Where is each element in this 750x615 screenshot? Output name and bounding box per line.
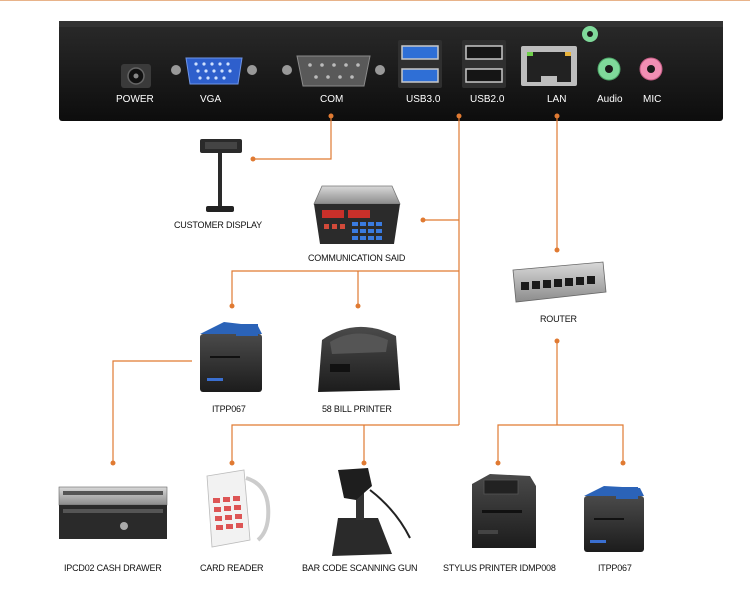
stylus-printer-icon <box>472 474 536 548</box>
port-label-audio: Audio <box>597 94 623 105</box>
customer-display-icon <box>200 139 242 212</box>
mic-port-icon <box>639 57 663 81</box>
label-customer-display: CUSTOMER DISPLAY <box>174 220 262 230</box>
label-itpp067-left: ITPP067 <box>212 404 246 414</box>
itpp067-right-printer-icon <box>584 486 644 552</box>
port-label-mic: MIC <box>643 94 662 105</box>
port-label-lan: LAN <box>547 94 567 105</box>
io-panel <box>59 21 723 121</box>
port-label-power: POWER <box>116 94 154 105</box>
barcode-scanner-icon <box>332 468 411 556</box>
port-label-usb2: USB2.0 <box>470 94 505 105</box>
com-port-icon <box>282 55 385 87</box>
router-icon <box>512 261 607 303</box>
vga-port-icon <box>171 57 257 85</box>
connector-lines <box>110 113 626 466</box>
label-itpp067-right: ITPP067 <box>598 563 632 573</box>
itpp067-left-printer-icon <box>200 322 262 392</box>
label-cash-drawer: IPCD02 CASH DRAWER <box>64 563 162 573</box>
label-stylus-printer: STYLUS PRINTER IDMP008 <box>443 563 556 573</box>
cash-drawer-icon <box>58 486 168 539</box>
scale-icon <box>313 185 401 244</box>
label-router: ROUTER <box>540 314 577 324</box>
label-bill-printer: 58 BILL PRINTER <box>322 404 392 414</box>
audio-port-icon <box>597 57 621 81</box>
label-card-reader: CARD READER <box>200 563 264 573</box>
usb3-port-icon <box>398 40 442 88</box>
label-scale: COMMUNICATION SAID <box>308 253 406 263</box>
power-port-icon <box>121 64 151 88</box>
label-scanner: BAR CODE SCANNING GUN <box>302 563 418 573</box>
port-label-usb3: USB3.0 <box>406 94 441 105</box>
top-border-line <box>0 0 750 1</box>
lan-port-icon <box>521 46 577 86</box>
card-reader-icon <box>206 469 271 548</box>
usb2-port-icon <box>462 40 506 88</box>
port-label-com: COM <box>320 94 344 105</box>
bill-printer-icon <box>318 326 400 392</box>
port-label-vga: VGA <box>200 94 222 105</box>
